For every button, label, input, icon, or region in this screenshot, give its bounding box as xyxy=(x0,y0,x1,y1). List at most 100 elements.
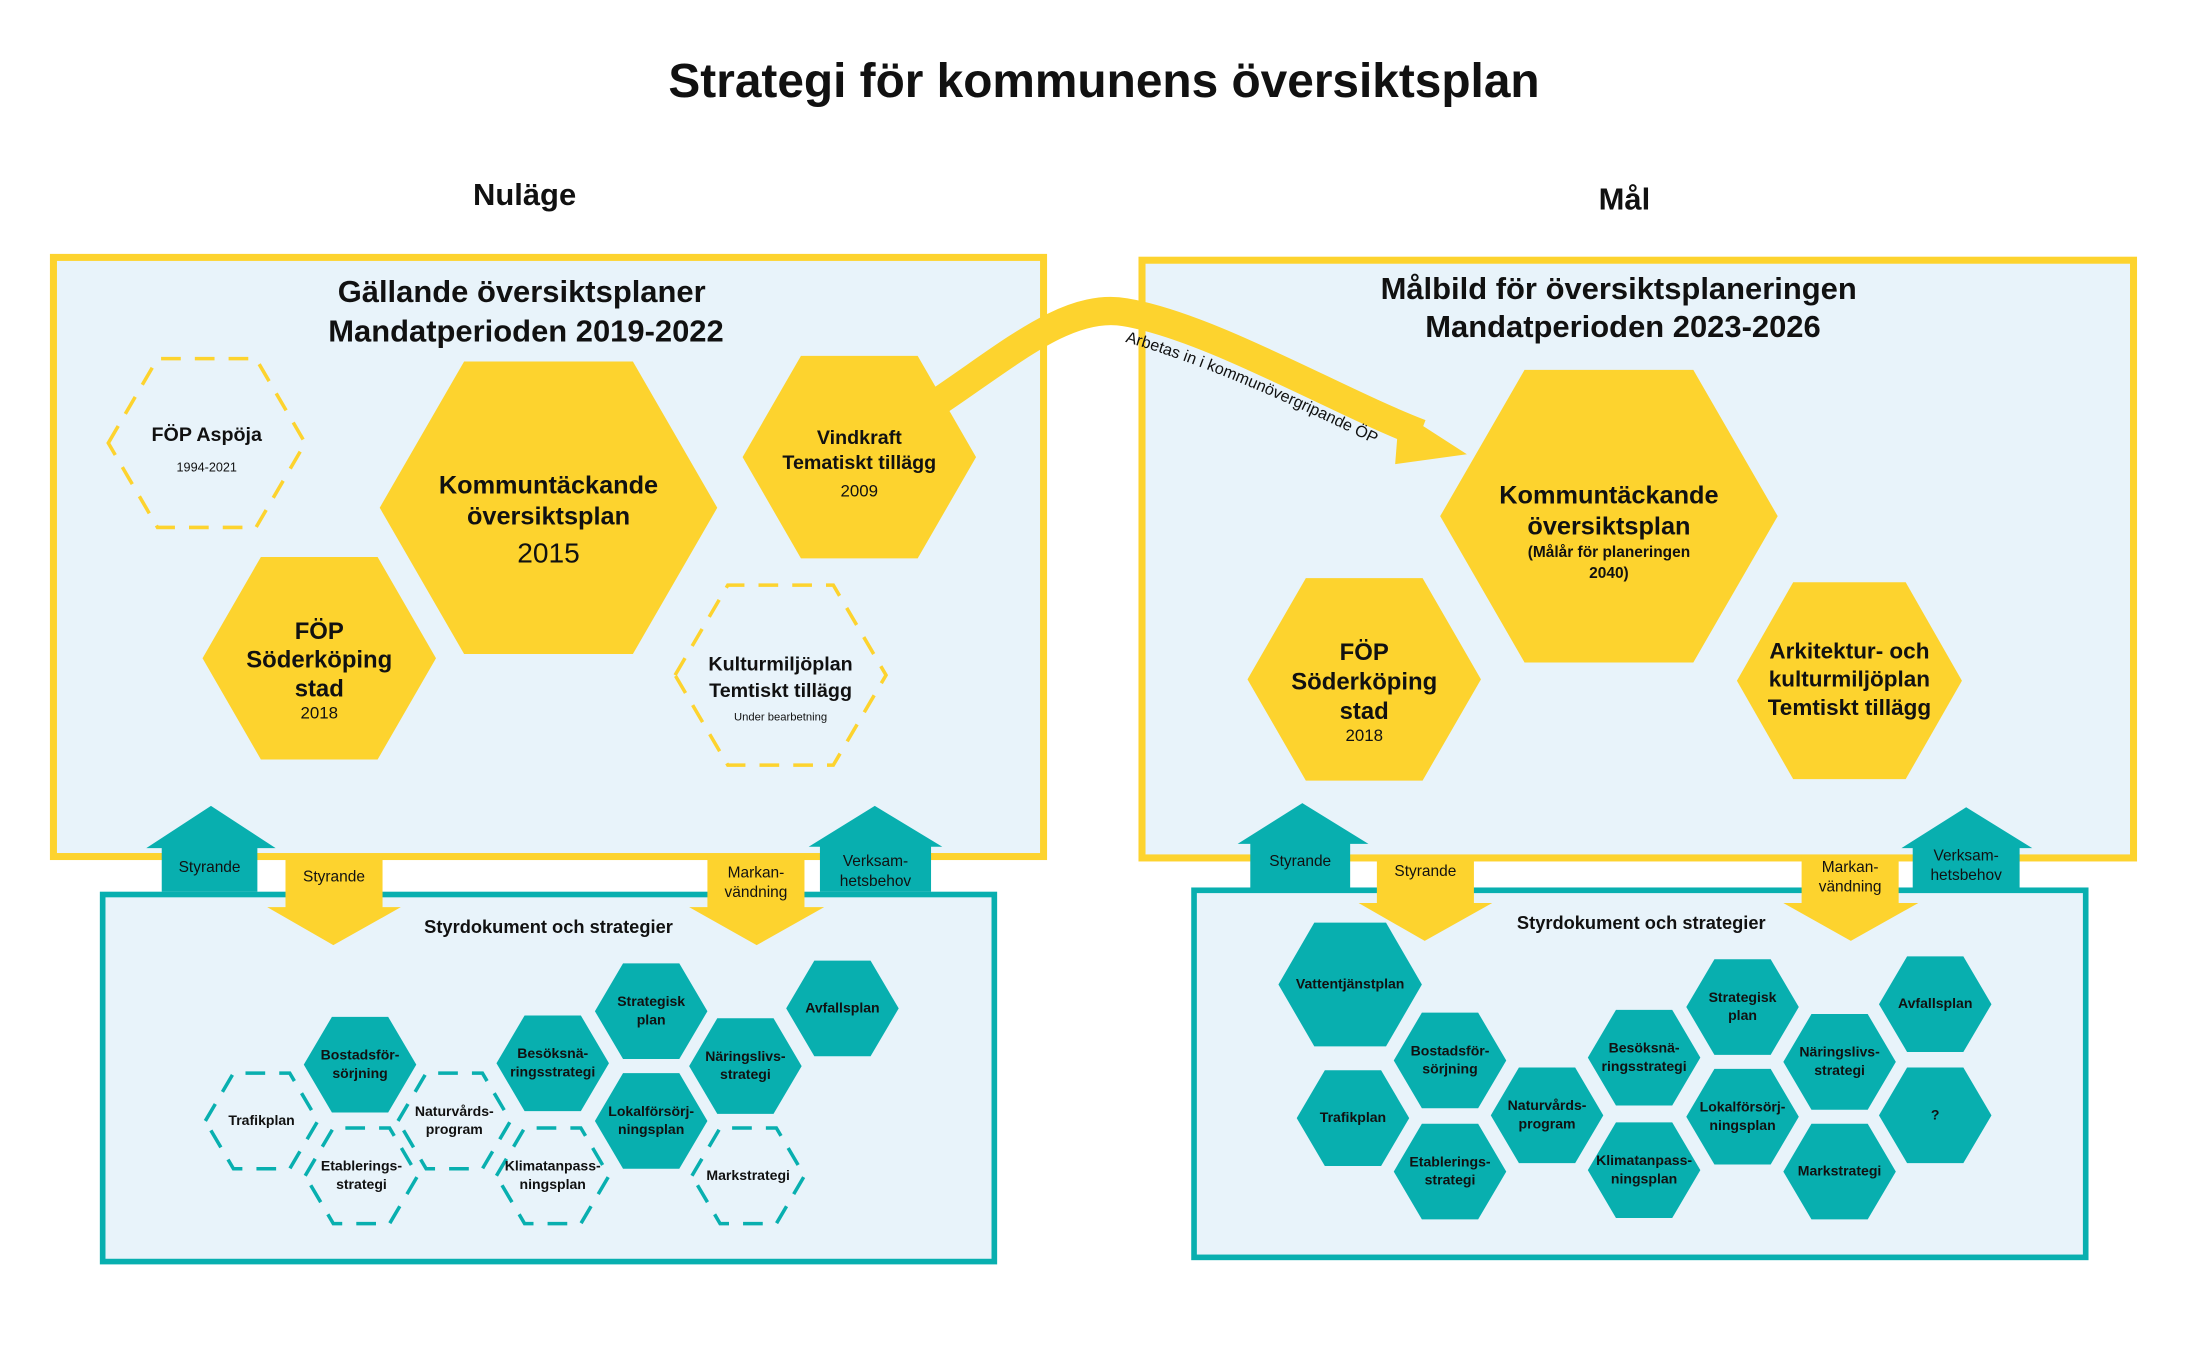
hex-label: Trafikplan xyxy=(228,1112,294,1128)
hex-markstrategi: Markstrategi xyxy=(689,1126,807,1226)
hex-: ? xyxy=(1878,1067,1992,1164)
down-arrow-shape xyxy=(689,855,825,946)
hexagon-shape xyxy=(1440,369,1778,663)
hex-label: Klimatanpass-ningsplan xyxy=(1596,1152,1692,1186)
hexagon-shape xyxy=(395,1071,513,1171)
hex-label: Klimatanpass-ningsplan xyxy=(505,1157,601,1191)
hexagon-shape xyxy=(1296,1070,1410,1166)
right-styrande-up-arrow: Styrande xyxy=(1237,803,1369,888)
hexagon-shape xyxy=(1247,578,1481,781)
hexagon-shape xyxy=(1736,582,1962,780)
hexagon-shape xyxy=(202,556,436,760)
hex-avfallsplan: Avfallsplan xyxy=(786,960,899,1057)
hex-label: Trafikplan xyxy=(1320,1109,1386,1125)
hexagon-shape xyxy=(1587,1009,1701,1106)
right-markanvandning-down-arrow: Markan-vändning xyxy=(1783,855,1919,941)
hex-naringslivs-strategi: Näringslivs-strategi xyxy=(689,1018,802,1114)
down-arrow-shape xyxy=(1783,855,1919,941)
hex-naringslivs-strategi: Näringslivs-strategi xyxy=(1783,1014,1896,1110)
hex-naturvards-program: Naturvårds-program xyxy=(395,1071,513,1171)
hex-markstrategi: Markstrategi xyxy=(1783,1123,1896,1220)
hex-avfallsplan: Avfallsplan xyxy=(1878,956,1992,1053)
left-docs-title: Styrdokument och strategier xyxy=(424,916,673,937)
left-box-title: Gällande översiktsplaner Mandatperioden … xyxy=(328,274,723,348)
left-markanvandning-down-arrow: Markan-vändning xyxy=(689,855,825,946)
hex-trafikplan: Trafikplan xyxy=(1296,1070,1410,1166)
up-arrow-shape xyxy=(146,805,276,892)
down-arrow-shape xyxy=(1358,855,1493,941)
hexagon-shape xyxy=(106,356,308,530)
hex-klimatanpass-ningsplan: Klimatanpass-ningsplan xyxy=(1587,1122,1701,1218)
hex-label: Besöksnä-ringsstrategi xyxy=(1602,1039,1687,1073)
hexagon-shape xyxy=(1783,1123,1896,1220)
hexagon-shape xyxy=(494,1126,612,1226)
arrow-label: Styrande xyxy=(303,869,365,886)
hexagon-shape xyxy=(1878,956,1992,1053)
hex-label: Etablerings-strategi xyxy=(321,1157,402,1191)
hexagon-shape xyxy=(594,963,708,1060)
down-arrow-shape xyxy=(267,855,401,946)
hex-etablerings-strategi: Etablerings-strategi xyxy=(303,1126,420,1226)
right-docs-title: Styrdokument och strategier xyxy=(1517,912,1766,933)
hex-besoksna-ringsstrategi: Besöksnä-ringsstrategi xyxy=(496,1015,609,1112)
hex-label: Naturvårds-program xyxy=(415,1103,494,1137)
hex-label: Vattentjänstplan xyxy=(1296,975,1405,991)
hex-vattentjanstplan: Vattentjänstplan xyxy=(1278,922,1422,1047)
hex-label: Näringslivs-strategi xyxy=(1799,1043,1880,1077)
hex-lokalforsorj-ningsplan: Lokalförsörj-ningsplan xyxy=(1686,1068,1799,1165)
hexagon-shape xyxy=(689,1018,802,1114)
hexagon-shape xyxy=(673,583,889,767)
hex-naturvards-program: Naturvårds-program xyxy=(1490,1067,1604,1164)
arrow-label: Verksam-hetsbehov xyxy=(840,853,912,890)
up-arrow-shape xyxy=(1901,807,2033,888)
hexagon-shape xyxy=(1686,1068,1799,1165)
left-heading: Nuläge xyxy=(473,177,576,212)
hexagon-shape xyxy=(742,355,977,559)
hex-bostadsfor-sorjning: Bostadsför-sörjning xyxy=(1393,1012,1507,1109)
arrow-label: Styrande xyxy=(179,859,241,876)
hex-besoksna-ringsstrategi: Besöksnä-ringsstrategi xyxy=(1587,1009,1701,1106)
hex-bostadsfor-sorjning: Bostadsför-sörjning xyxy=(303,1016,417,1113)
arrow-label: Styrande xyxy=(1269,853,1331,870)
hex-etablerings-strategi: Etablerings-strategi xyxy=(1393,1123,1507,1220)
hex-label: Näringslivs-strategi xyxy=(705,1048,786,1082)
hexagon-shape xyxy=(1393,1012,1507,1109)
hexagon-shape xyxy=(1686,959,1799,1055)
left-verksamhetsbehov-up-arrow: Verksam-hetsbehov xyxy=(808,805,943,892)
hex-label: Markstrategi xyxy=(1798,1162,1882,1178)
hexagon-shape xyxy=(496,1015,609,1112)
hex-trafikplan: Trafikplan xyxy=(203,1071,320,1171)
arrow-label: Markan-vändning xyxy=(1819,859,1882,896)
hex-label: Bostadsför-sörjning xyxy=(1411,1042,1490,1076)
hexagon-shape xyxy=(786,960,899,1057)
arrow-label: Verksam-hetsbehov xyxy=(1930,848,2002,885)
right-styrande-down-arrow: Styrande xyxy=(1358,855,1493,941)
hexagon-shape xyxy=(1490,1067,1604,1164)
right-box-title: Målbild för översiktsplaneringen Mandatp… xyxy=(1381,271,1866,344)
hex-label: Lokalförsörj-ningsplan xyxy=(1700,1098,1786,1132)
hex-klimatanpass-ningsplan: Klimatanpass-ningsplan xyxy=(494,1126,612,1226)
hex-label: Besöksnä-ringsstrategi xyxy=(510,1045,595,1079)
page-title: Strategi för kommunens översiktsplan xyxy=(668,55,1539,108)
hex-label: Markstrategi xyxy=(706,1167,790,1183)
up-arrow-shape xyxy=(808,805,943,892)
hex-label: Avfallsplan xyxy=(1898,995,1972,1011)
right-heading: Mål xyxy=(1599,181,1651,216)
hex-label: ? xyxy=(1931,1106,1940,1122)
